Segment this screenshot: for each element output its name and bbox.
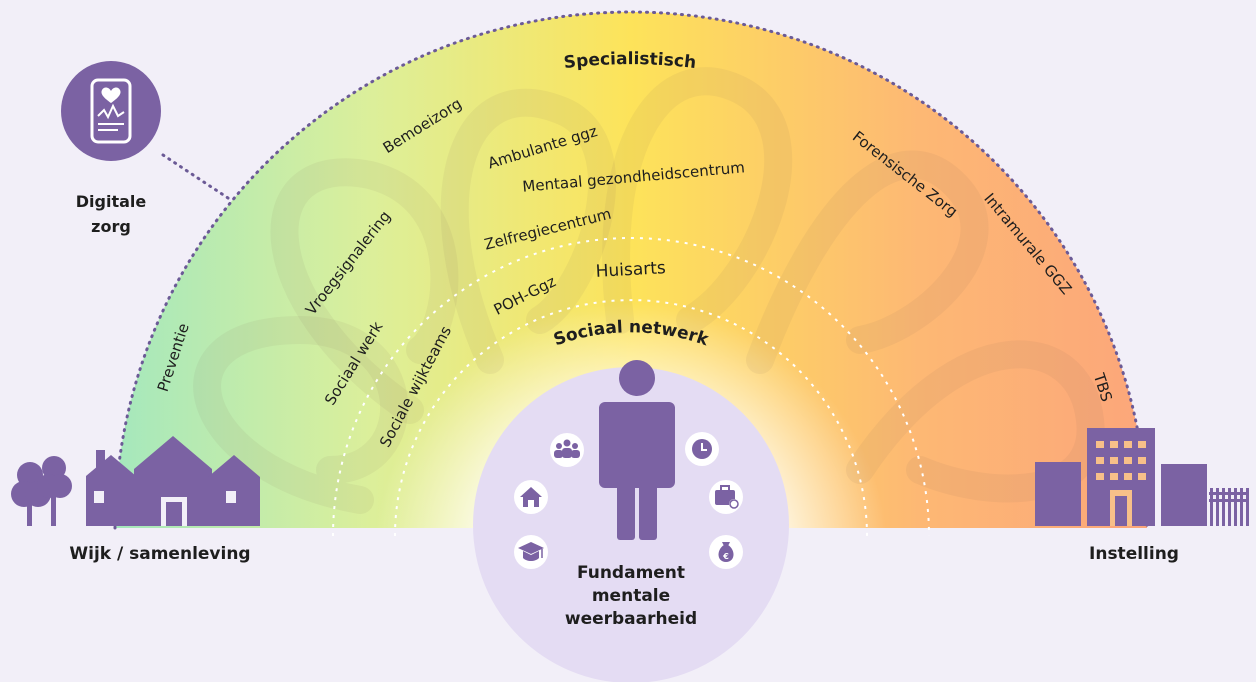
label-huisarts: Huisarts [595, 258, 666, 282]
digital-connector-line [161, 153, 230, 200]
person-icon [599, 360, 675, 540]
foundation-line3: weerbaarheid [565, 609, 697, 629]
outer-dotted-arc [113, 10, 1149, 530]
foundation-line1: Fundament [577, 563, 685, 583]
decorative-loops [193, 67, 1105, 514]
clock-icon [685, 432, 719, 466]
digital-care-icon [61, 61, 161, 161]
home-icon [514, 480, 548, 514]
digital-care-label-line2: zorg [91, 217, 131, 236]
neighbourhood-label: Wijk / samenleving [69, 544, 250, 564]
inner-arc-2 [394, 299, 868, 537]
money-icon: € [709, 535, 743, 569]
foundation-line2: mentale [592, 586, 670, 606]
houses-icon [86, 436, 260, 526]
trees-icon [11, 456, 72, 526]
svg-text:€: € [722, 552, 729, 561]
community-icon [550, 433, 584, 467]
specialistisch-title: Specialistisch [563, 49, 697, 73]
digital-care-label-line1: Digitale [76, 192, 147, 211]
institution-label: Instelling [1089, 544, 1179, 564]
inner-arc-1 [332, 237, 930, 537]
institution-icon [1035, 428, 1249, 526]
education-icon [514, 535, 548, 569]
work-time-icon [709, 480, 743, 514]
